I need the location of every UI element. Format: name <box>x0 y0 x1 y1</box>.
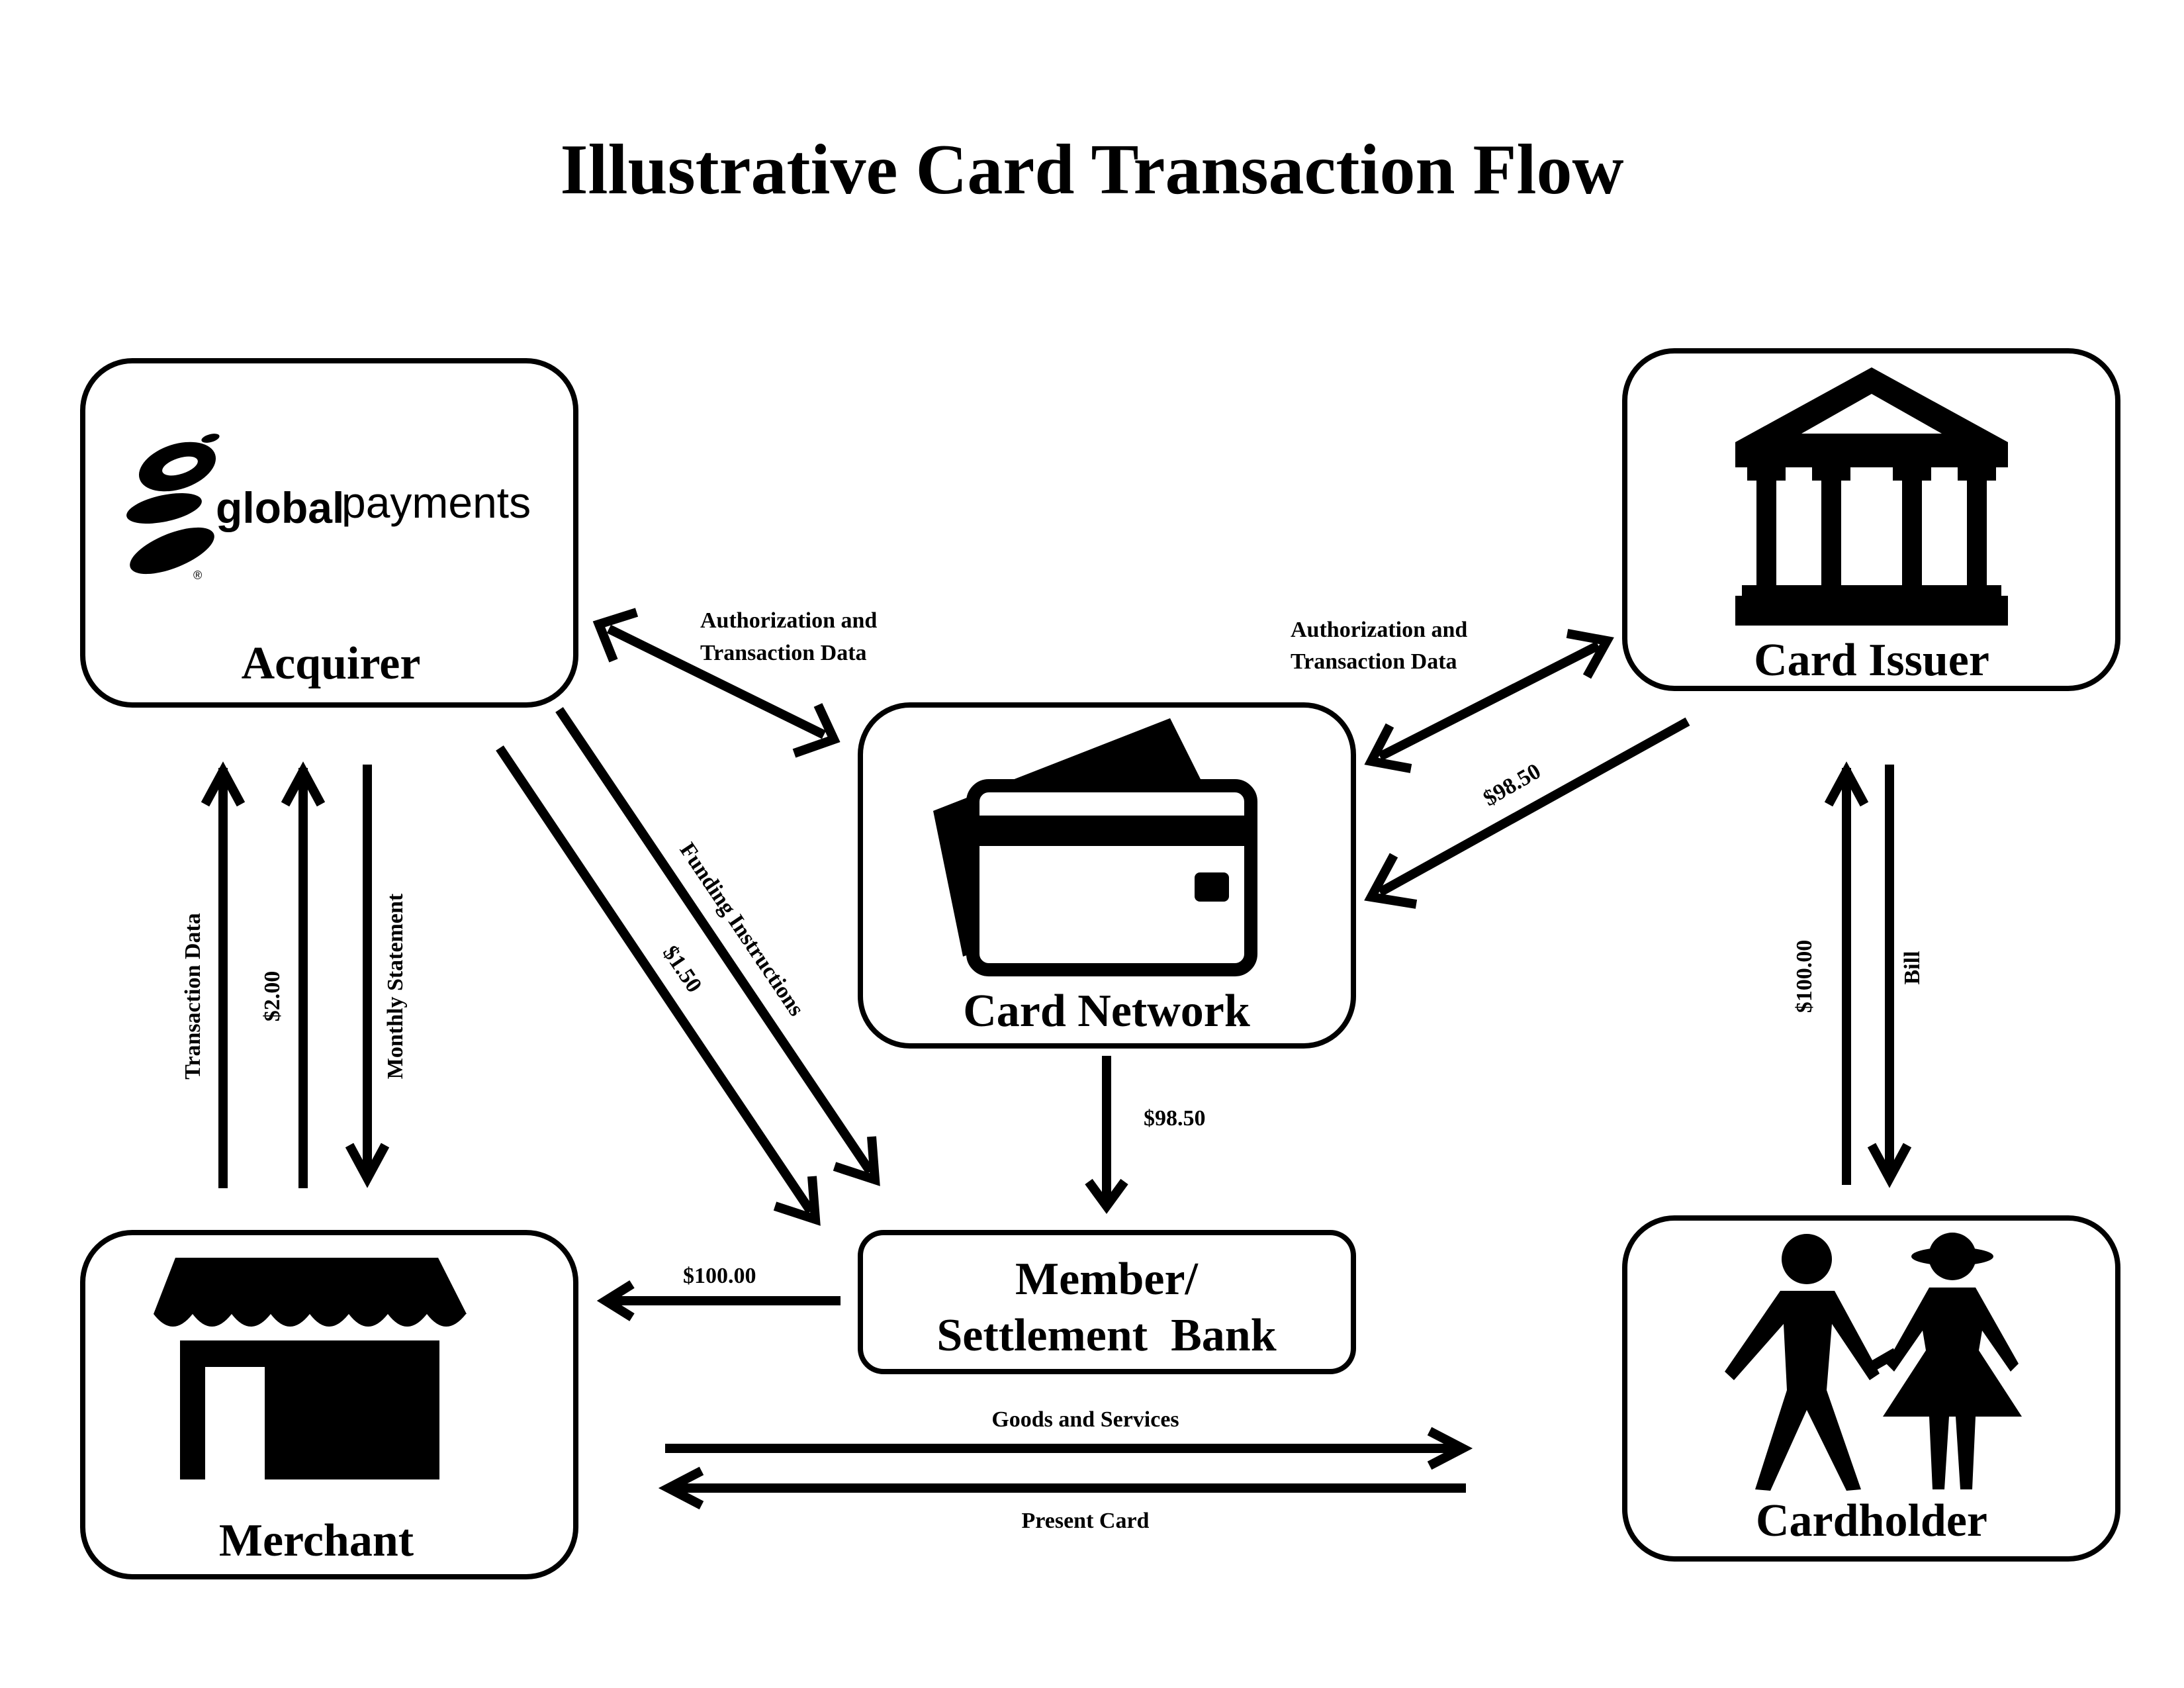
flow-label-net-iss-2: Transaction Data <box>1291 649 1457 674</box>
arrow-present-card <box>658 1466 1466 1510</box>
couple-icon <box>1725 1233 2022 1491</box>
member-bank-label-line1: Member/ <box>1015 1254 1199 1305</box>
flow-label-funding-instructions: Funding Instructions <box>675 839 809 1021</box>
flow-label-acq-net-1: Authorization and <box>700 608 877 633</box>
flow-label-transaction-data: Transaction Data <box>181 913 205 1080</box>
arrow-monthly-statement <box>345 765 390 1188</box>
flow-label-goods-and-services: Goods and Services <box>991 1407 1179 1432</box>
flow-label-present-card: Present Card <box>1022 1509 1150 1533</box>
arrow-acquirer-fee <box>496 745 821 1226</box>
merchant-label: Merchant <box>219 1515 414 1566</box>
globalpayments-logo: ® global payments <box>126 434 531 582</box>
card-network-label: Card Network <box>963 986 1250 1037</box>
member-bank-label-line2: Settlement Bank <box>936 1310 1276 1361</box>
logo-text-global: global <box>216 483 344 532</box>
flow-label-cardholder-payment: $100.00 <box>1792 940 1817 1013</box>
cardholder-node: Cardholder <box>1622 1215 2120 1562</box>
arrow-issuer-to-network <box>1364 717 1690 909</box>
flow-label-monthly-statement: Monthly Statement <box>383 893 408 1079</box>
cardholder-box <box>1622 1215 2120 1562</box>
arrow-cardholder-payment <box>1824 761 1869 1185</box>
arrow-network-to-bank <box>1085 1056 1128 1214</box>
arrow-bank-to-merchant <box>596 1280 841 1321</box>
flow-label-bill: Bill <box>1900 951 1925 984</box>
credit-card-icon <box>933 718 1257 976</box>
member-bank-box <box>858 1230 1356 1374</box>
flow-label-net-iss-1: Authorization and <box>1291 618 1467 642</box>
storefront-icon <box>154 1258 467 1479</box>
bank-icon <box>1735 367 2008 626</box>
arrow-acquirer-network <box>592 608 841 758</box>
member-settlement-bank-node: Member/ Settlement Bank <box>858 1230 1356 1374</box>
card-issuer-node: Card Issuer <box>1622 348 2120 691</box>
flow-label-merchant-fee: $2.00 <box>260 971 285 1022</box>
acquirer-node: ® global payments Acquirer <box>80 358 578 708</box>
registered-mark: ® <box>193 569 202 582</box>
acquirer-label: Acquirer <box>242 638 421 689</box>
card-issuer-label: Card Issuer <box>1754 635 1989 686</box>
arrow-merchant-fee <box>281 761 326 1188</box>
flow-label-acq-net-2: Transaction Data <box>700 641 867 665</box>
arrow-network-issuer <box>1364 629 1614 773</box>
arrow-funding-instructions <box>555 707 880 1186</box>
page-title: Illustrative Card Transaction Flow <box>561 130 1624 209</box>
flow-label-network-to-bank: $98.50 <box>1144 1106 1206 1131</box>
arrow-transaction-data <box>201 761 246 1188</box>
flow-label-bank-to-merchant: $100.00 <box>683 1264 756 1288</box>
logo-text-payments: payments <box>341 478 531 527</box>
merchant-node: Merchant <box>80 1230 578 1579</box>
arrow-goods-and-services <box>665 1427 1473 1470</box>
arrow-bill <box>1867 765 1912 1188</box>
card-network-node: Card Network <box>858 702 1356 1049</box>
cardholder-label: Cardholder <box>1756 1495 1987 1546</box>
